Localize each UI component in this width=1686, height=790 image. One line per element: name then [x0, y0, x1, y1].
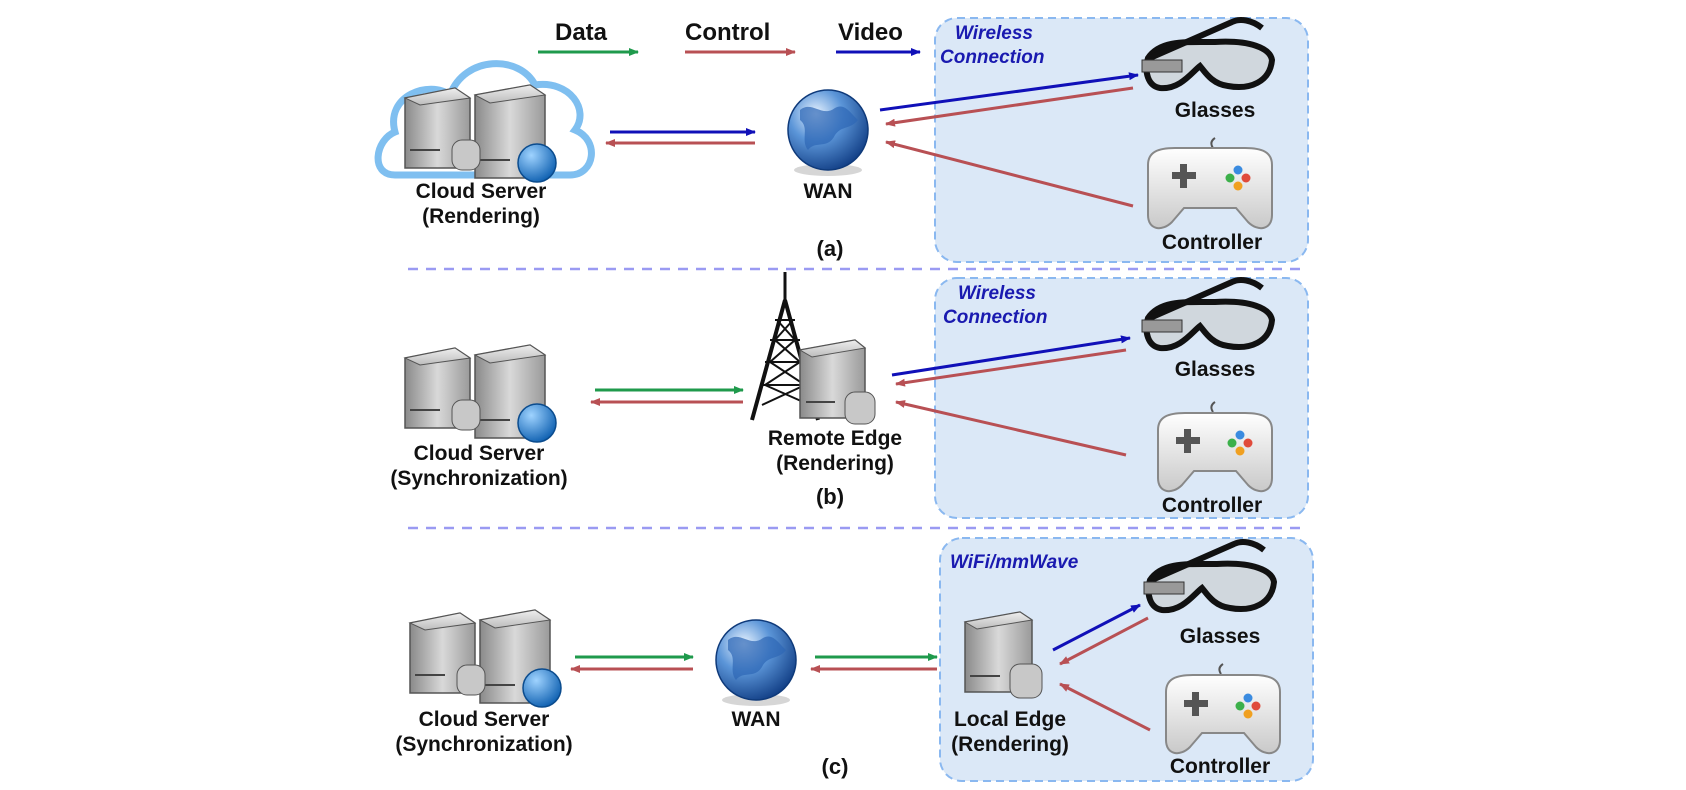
glasses-label-a: Glasses — [1175, 99, 1256, 122]
arrow-wan-to-glasses-video-a — [879, 72, 1139, 112]
wan-label-a: WAN — [804, 180, 853, 203]
vr-glasses-icon-a — [1141, 17, 1276, 92]
cloud-server-icon-c — [408, 609, 562, 708]
arrow-controller-to-edge-control-b — [895, 400, 1127, 457]
arrow-edge-to-glasses-video-c — [1052, 603, 1141, 652]
wireless-label-c: WiFi/mmWave — [950, 552, 1079, 573]
edge-label-c-line2: (Rendering) — [951, 733, 1069, 756]
wireless-label-b-line1: Wireless — [958, 283, 1036, 304]
legend-control-label: Control — [685, 19, 770, 46]
glasses-label-c: Glasses — [1180, 625, 1261, 648]
arrow-controller-to-edge-control-c — [1059, 682, 1151, 732]
caption-a: (a) — [817, 236, 844, 261]
arrow-glasses-to-edge-control-c — [1059, 616, 1149, 666]
edge-label-b-line2: (Rendering) — [776, 452, 894, 475]
panel-a: Wireless Connection Cloud Server (Render… — [374, 17, 1309, 263]
arrow-edge-to-glasses-video-b — [891, 335, 1131, 377]
controller-label-c: Controller — [1170, 755, 1270, 778]
cloud-server-icon-a — [403, 84, 557, 183]
cloud-server-label-a-line2: (Rendering) — [422, 205, 540, 228]
wan-globe-icon-a — [787, 89, 869, 176]
legend: Data Control Video — [538, 19, 921, 56]
panel-c: WiFi/mmWave Cloud Server (Synchronizatio… — [395, 537, 1314, 782]
arrow-glasses-to-wan-control-a — [885, 86, 1134, 127]
cloud-server-icon-b — [403, 344, 557, 443]
wan-label-c: WAN — [732, 708, 781, 731]
arrow-glasses-to-edge-control-b — [895, 348, 1127, 387]
wireless-label-b-line2: Connection — [943, 307, 1048, 328]
vr-glasses-icon-c — [1143, 539, 1278, 614]
caption-c: (c) — [822, 754, 849, 779]
legend-video-label: Video — [838, 19, 903, 46]
legend-data-label: Data — [555, 19, 608, 46]
cloud-server-label-c-line2: (Synchronization) — [395, 733, 572, 756]
edge-server-icon-c — [963, 611, 1043, 699]
wireless-label-a-line2: Connection — [940, 47, 1045, 68]
controller-label-b: Controller — [1162, 494, 1262, 517]
cloud-server-label-a-line1: Cloud Server — [416, 180, 547, 203]
game-controller-icon-c — [1165, 663, 1281, 755]
edge-server-icon-b — [798, 339, 876, 425]
wireless-label-a-line1: Wireless — [955, 23, 1033, 44]
edge-label-c-line1: Local Edge — [954, 708, 1066, 731]
vr-glasses-icon-b — [1141, 277, 1276, 352]
panel-b: Wireless Connection Cloud Server (Synchr… — [390, 272, 1309, 519]
cloud-server-label-b-line2: (Synchronization) — [390, 467, 567, 490]
game-controller-icon-a — [1147, 137, 1273, 230]
edge-label-b-line1: Remote Edge — [768, 427, 902, 450]
arrow-controller-to-wan-control-a — [885, 140, 1134, 208]
cloud-server-label-c-line1: Cloud Server — [419, 708, 550, 731]
game-controller-icon-b — [1157, 401, 1273, 493]
glasses-label-b: Glasses — [1175, 358, 1256, 381]
controller-label-a: Controller — [1162, 231, 1262, 254]
cloud-server-label-b-line1: Cloud Server — [414, 442, 545, 465]
wan-globe-icon-c — [715, 619, 797, 706]
caption-b: (b) — [816, 484, 844, 509]
